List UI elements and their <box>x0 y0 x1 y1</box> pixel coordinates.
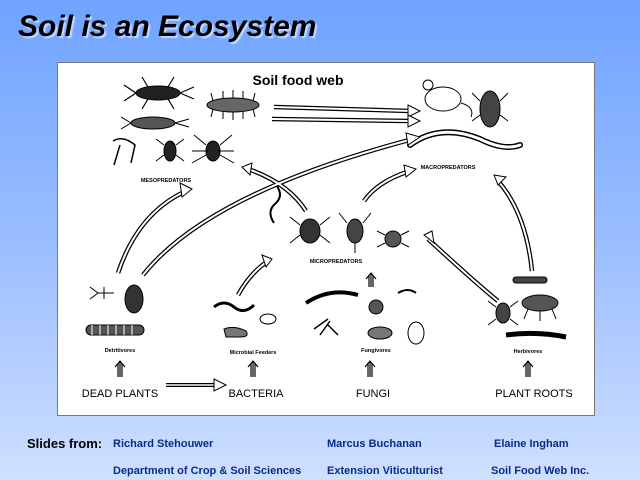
label-mesopredators: MESOPREDATORS <box>141 178 192 184</box>
source-up-arrows <box>114 272 534 377</box>
mesopredator-organisms <box>112 76 260 166</box>
label-herbivores: Herbivores <box>514 349 543 355</box>
credit-name-3: Elaine Ingham <box>494 438 569 450</box>
credit-affiliation-1: Department of Crop & Soil Sciences <box>113 465 302 477</box>
credit-name-2: Marcus Buchanan <box>327 438 422 450</box>
credit-affiliation-2: Extension Viticulturist <box>327 465 443 477</box>
label-fungivores: Fungivores <box>361 348 391 354</box>
label-micropredators: MICROPREDATORS <box>310 259 363 265</box>
slide-title: Soil is an Ecosystem <box>18 10 317 43</box>
credits-label: Slides from: <box>27 436 103 451</box>
source-dead-plants: DEAD PLANTS <box>82 388 158 400</box>
fungivore-organisms <box>304 289 425 345</box>
microbial-feeder-organisms <box>213 301 277 338</box>
credit-name-1: Richard Stehouwer <box>113 438 214 450</box>
macropredator-organisms <box>407 79 523 150</box>
source-plant-roots: PLANT ROOTS <box>495 388 572 400</box>
label-macropredators: MACROPREDATORS <box>421 165 476 171</box>
food-web-svg: Soil food web MESOPREDATORS MACROP <box>82 72 573 400</box>
source-fungi: FUNGI <box>356 388 390 400</box>
diagram-heading: Soil food web <box>253 72 344 88</box>
micropredator-organisms <box>269 184 410 253</box>
label-detritivores: Detritivores <box>105 348 136 354</box>
source-bacteria: BACTERIA <box>228 388 284 400</box>
herbivore-organisms <box>487 276 567 340</box>
credit-affiliation-3: Soil Food Web Inc. <box>491 465 590 477</box>
arrow-dead-plants-to-bacteria <box>166 378 228 392</box>
label-microbial-feeders: Microbial Feeders <box>230 350 277 356</box>
soil-food-web-diagram: Soil food web MESOPREDATORS MACROP <box>57 62 595 416</box>
food-web-arrows <box>115 104 535 303</box>
detritivore-organisms <box>85 284 145 336</box>
